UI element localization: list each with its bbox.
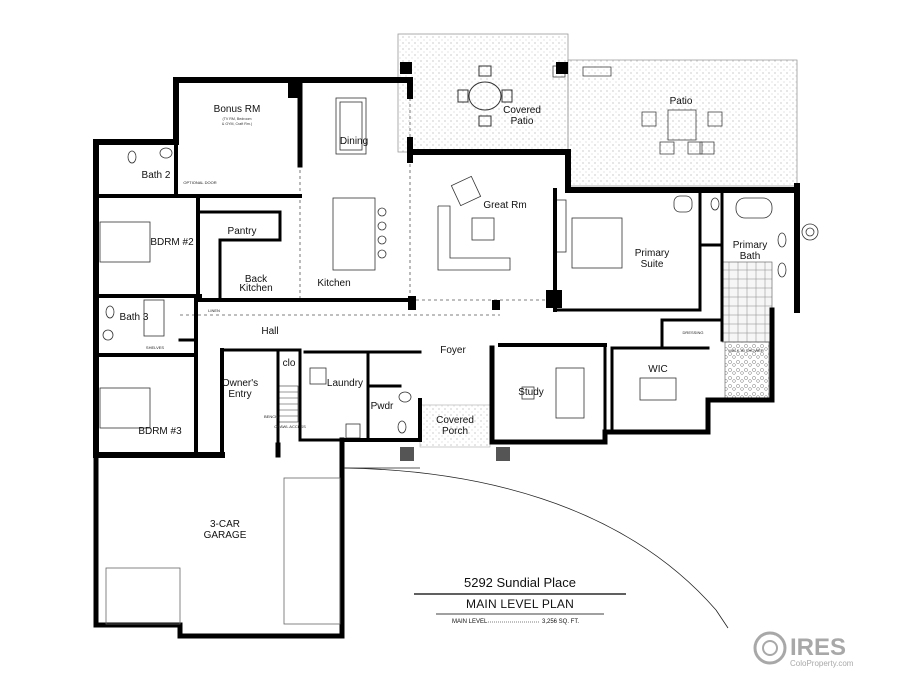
label-bonus-rm: Bonus RM xyxy=(214,104,261,115)
label-owners-entry: Owner's xyxy=(222,378,258,389)
label-dining: Dining xyxy=(340,136,368,147)
columns xyxy=(288,62,568,461)
label-foyer: Foyer xyxy=(440,345,466,356)
fixtures xyxy=(99,97,819,439)
label-walk-in-shower: WALK-IN SHOWER xyxy=(728,348,764,353)
room-labels: Bonus RM (TV RM, Bedroom & GYM, Craft Rm… xyxy=(120,96,768,541)
label-clo: clo xyxy=(283,358,296,369)
patio-area xyxy=(567,59,798,187)
label-pwdr: Pwdr xyxy=(371,401,394,412)
patio-dining-set xyxy=(457,65,513,127)
label-primary-bath-2: Bath xyxy=(740,251,761,262)
label-owners-entry-2: Entry xyxy=(228,389,251,400)
label-bdrm-2: BDRM #2 xyxy=(150,237,194,248)
label-wic: WIC xyxy=(648,364,667,375)
label-garage: 3-CAR xyxy=(210,519,240,530)
label-patio: Patio xyxy=(670,96,693,107)
label-kitchen: Kitchen xyxy=(317,278,350,289)
plan-area-value: 3,256 SQ. FT. xyxy=(542,619,579,625)
label-covered-patio-2: Patio xyxy=(511,116,534,127)
label-pantry: Pantry xyxy=(228,226,257,237)
ires-watermark: IRES ColoProperty.com xyxy=(753,631,854,668)
covered-porch-area xyxy=(419,404,491,448)
label-bonus-rm-note2: & GYM, Craft Rm.) xyxy=(222,122,252,126)
label-crawl-access: CRAWL ACCESS xyxy=(274,424,306,429)
label-laundry: Laundry xyxy=(327,378,363,389)
label-bath-3: Bath 3 xyxy=(120,312,149,323)
label-bath-2: Bath 2 xyxy=(142,170,171,181)
watermark-brand: IRES xyxy=(790,634,846,661)
patio-lounge-set xyxy=(552,65,723,155)
label-bonus-rm-note: (TV RM, Bedroom xyxy=(223,117,252,121)
label-primary-suite: Primary xyxy=(635,248,669,259)
label-back-kitchen-2: Kitchen xyxy=(239,283,272,294)
primary-bath-tile-floor xyxy=(721,261,773,401)
label-linen: LINEN xyxy=(208,308,220,313)
label-garage-2: GARAGE xyxy=(204,530,247,541)
label-covered-porch: Covered xyxy=(436,415,474,426)
garage-doors xyxy=(105,477,341,625)
covered-patio-area xyxy=(397,33,569,153)
label-covered-porch-2: Porch xyxy=(442,426,468,437)
label-dressing: DRESSING xyxy=(683,330,704,335)
plan-address: 5292 Sundial Place xyxy=(464,575,576,590)
label-bench: BENCH xyxy=(264,414,278,419)
label-primary-suite-2: Suite xyxy=(641,259,664,270)
label-shelves: SHELVES xyxy=(146,345,164,350)
plan-area-label: MAIN LEVEL xyxy=(452,619,488,625)
watermark-site: ColoProperty.com xyxy=(790,659,854,668)
label-back-kitchen: Back xyxy=(245,274,268,285)
plan-title: MAIN LEVEL PLAN xyxy=(466,597,574,611)
label-covered-patio: Covered xyxy=(503,105,541,116)
label-great-rm: Great Rm xyxy=(483,200,526,211)
label-primary-bath: Primary xyxy=(733,240,767,251)
title-block: 5292 Sundial Place MAIN LEVEL PLAN MAIN … xyxy=(414,575,626,625)
driveway-curve xyxy=(343,467,729,629)
label-hall: Hall xyxy=(261,326,278,337)
label-study: Study xyxy=(518,387,544,398)
label-optional-door: OPTIONAL DOOR xyxy=(183,180,216,185)
label-bdrm-3: BDRM #3 xyxy=(138,426,182,437)
